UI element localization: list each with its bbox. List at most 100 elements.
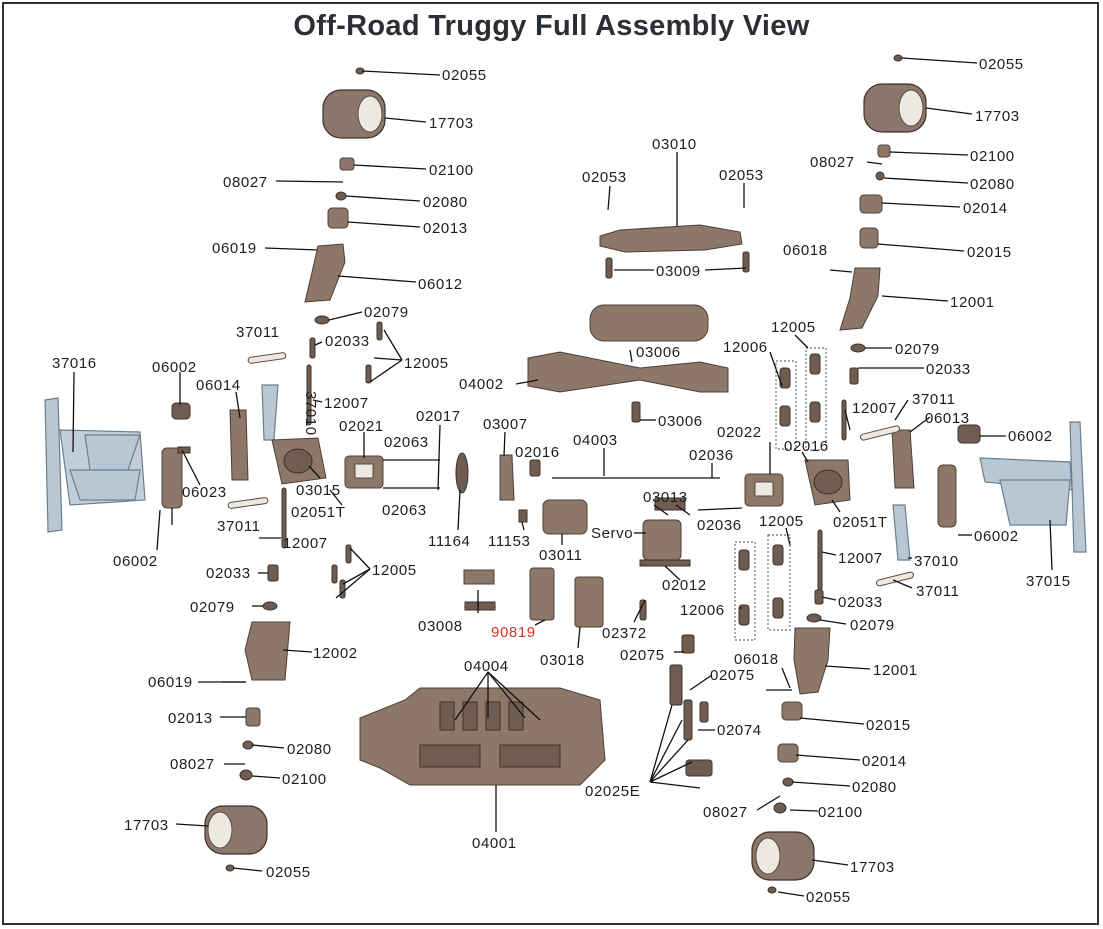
part-label: 06019: [148, 674, 193, 691]
part-label: 12006: [723, 339, 768, 356]
part-label: 02063: [382, 502, 427, 519]
part-label: 02014: [862, 753, 907, 770]
part-label: 06014: [196, 377, 241, 394]
part-label: 02055: [806, 889, 851, 906]
part-label: 02015: [967, 244, 1012, 261]
part-label: 06002: [152, 359, 197, 376]
part-label: 06023: [182, 484, 227, 501]
part-label: 12005: [771, 319, 816, 336]
tire-rear-left: [204, 805, 268, 872]
part-label: 02053: [582, 169, 627, 186]
part-label: 17703: [429, 115, 474, 132]
part-label: 02036: [697, 517, 742, 534]
part-label: 02100: [970, 148, 1015, 165]
part-label: 02055: [266, 864, 311, 881]
part-label: 17703: [975, 108, 1020, 125]
part-label: 02080: [423, 194, 468, 211]
part-label: 02055: [979, 56, 1024, 73]
part-label: 37011: [912, 391, 956, 408]
part-label: 17703: [850, 859, 895, 876]
part-label: 12007: [852, 400, 897, 417]
part-label: 03011: [539, 547, 583, 564]
part-label: 02055: [442, 67, 487, 84]
part-label: 08027: [810, 154, 855, 171]
part-label: 12002: [313, 645, 358, 662]
part-label: 12005: [372, 562, 417, 579]
part-label: 08027: [703, 804, 748, 821]
part-label: 37016: [52, 355, 97, 372]
part-label: 02012: [662, 577, 707, 594]
part-label: 03006: [636, 344, 681, 361]
part-label: 02014: [963, 200, 1008, 217]
part-label: 12007: [324, 395, 369, 412]
part-label: 02080: [970, 176, 1015, 193]
part-label: 06018: [734, 651, 779, 668]
part-label: Servo: [591, 525, 633, 542]
part-label: 12001: [873, 662, 918, 679]
part-label: 02015: [866, 717, 911, 734]
part-label: 02100: [282, 771, 327, 788]
part-label: 02075: [620, 647, 665, 664]
part-label: 03018: [540, 652, 585, 669]
part-label: 02013: [168, 710, 213, 727]
part-label: 02372: [602, 625, 647, 642]
part-label: 02033: [838, 594, 883, 611]
page-title: Off-Road Truggy Full Assembly View: [293, 10, 810, 42]
part-label: 02100: [818, 804, 863, 821]
part-label: 02079: [364, 304, 409, 321]
part-label: 37011: [916, 583, 960, 600]
part-label: 02080: [852, 779, 897, 796]
part-label: 02075: [710, 667, 755, 684]
part-label: 06002: [974, 528, 1019, 545]
part-label: 37011: [236, 324, 280, 341]
part-label: 02053: [719, 167, 764, 184]
part-label: 37010: [914, 553, 959, 570]
part-label: 03009: [656, 263, 701, 280]
part-label: 02074: [717, 722, 762, 739]
part-label-highlight: 90819: [491, 624, 536, 641]
part-label: 02036: [689, 447, 734, 464]
part-label: 12007: [838, 550, 883, 567]
part-label: 02100: [429, 162, 474, 179]
part-label: 12006: [680, 602, 725, 619]
bumper-front: [44, 397, 146, 533]
part-label: 12001: [950, 294, 995, 311]
part-label: 11164: [428, 533, 471, 550]
part-label: 03007: [483, 416, 528, 433]
part-label: 06002: [1008, 428, 1053, 445]
part-label: 03015: [296, 482, 341, 499]
part-label: 37010: [302, 391, 319, 436]
part-label: 03008: [418, 618, 463, 635]
part-label: 02017: [416, 408, 461, 425]
part-label: 12005: [759, 513, 804, 530]
part-label: 03013: [643, 489, 688, 506]
part-label: 06013: [925, 410, 970, 427]
part-label: 08027: [223, 174, 268, 191]
part-label: 02016: [515, 444, 560, 461]
part-label: 04002: [459, 376, 504, 393]
bumper-rear: [979, 421, 1087, 553]
tire-front-left: [322, 67, 386, 139]
part-label: 02021: [339, 418, 384, 435]
part-label: 11153: [488, 533, 531, 550]
part-label: 06012: [418, 276, 463, 293]
part-label: 12005: [404, 355, 449, 372]
part-label: 02063: [384, 434, 429, 451]
part-label: 04004: [464, 658, 509, 675]
leader-lines: [72, 57, 1053, 897]
part-label: 02051T: [291, 504, 345, 521]
part-label: 02022: [717, 424, 762, 441]
part-label: 06019: [212, 240, 257, 257]
part-labels: 02055 17703 02100 08027 02080 02013 0601…: [52, 56, 1070, 906]
part-label: 02016: [784, 438, 829, 455]
part-label: 08027: [170, 756, 215, 773]
part-graphics: [44, 54, 1087, 894]
part-label: 02033: [325, 333, 370, 350]
tire-rear-right: [751, 831, 815, 894]
part-label: 06018: [783, 242, 828, 259]
part-label: 02079: [895, 341, 940, 358]
part-label: 03006: [658, 413, 703, 430]
part-label: 02025E: [585, 783, 640, 800]
